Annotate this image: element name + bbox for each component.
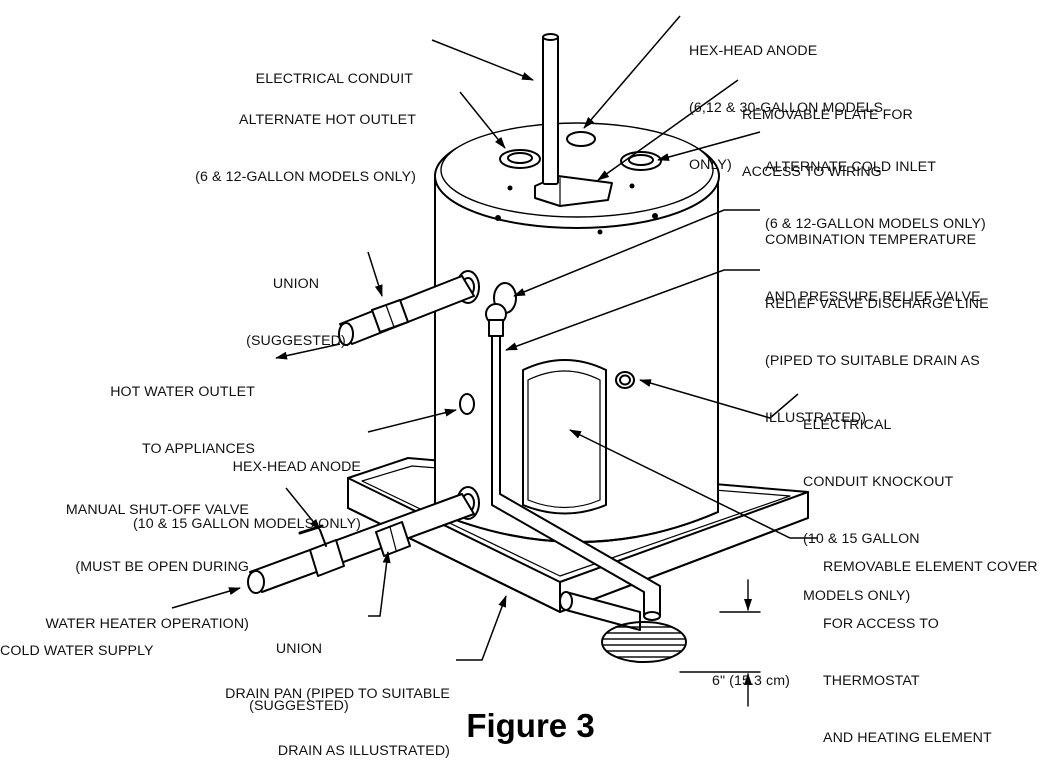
label-electrical-conduit: ELECTRICAL CONDUIT (255, 71, 413, 87)
label-tp-relief-valve: COMBINATION TEMPERATURE AND PRESSURE REL… (765, 232, 981, 305)
label-hex-head-anode-side: HEX-HEAD ANODE (10 & 15 GALLON MODELS ON… (132, 459, 361, 532)
top-fittings (499, 33, 662, 207)
water-heater-diagram: ELECTRICAL CONDUIT ALTERNATE HOT OUTLET … (0, 15, 1038, 759)
label-element-cover: REMOVABLE ELEMENT COVER FOR ACCESS TO TH… (823, 559, 1038, 746)
label-union-top: UNION (SUGGESTED) (246, 276, 346, 349)
floor-drain (601, 621, 687, 663)
relief-valve-discharge (485, 303, 661, 621)
label-shutoff-valve: MANUAL SHUT-OFF VALVE (MUST BE OPEN DURI… (45, 502, 249, 632)
label-cold-water-supply: COLD WATER SUPPLY (0, 643, 154, 659)
clearance-dimension (679, 579, 761, 707)
label-union-bottom: UNION (SUGGESTED) (249, 641, 349, 714)
leader-lines (171, 15, 818, 661)
label-alternate-hot-outlet: ALTERNATE HOT OUTLET (6 & 12-GALLON MODE… (195, 112, 416, 185)
figure-caption: Figure 3 (466, 707, 595, 744)
element-cover (459, 359, 635, 515)
label-conduit-knockout: ELECTRICAL CONDUIT KNOCKOUT (10 & 15 GAL… (803, 417, 954, 604)
label-hot-water-outlet: HOT WATER OUTLET TO APPLIANCES (110, 384, 255, 457)
label-alternate-cold-inlet: ALTERNATE COLD INLET (6 & 12-GALLON MODE… (765, 159, 986, 232)
label-removable-plate: REMOVABLE PLATE FOR ACCESS TO WIRING (742, 107, 913, 180)
hot-outlet-pipe (338, 275, 475, 346)
label-hex-head-anode-top: HEX-HEAD ANODE (6,12 & 30-GALLON MODELS … (689, 43, 884, 173)
diagram-drawing (171, 15, 818, 707)
cold-supply-pipe (247, 493, 475, 594)
label-relief-discharge: RELIEF VALVE DISCHARGE LINE (PIPED TO SU… (765, 296, 989, 426)
label-clearance: 6" (15.3 cm) (712, 673, 790, 689)
